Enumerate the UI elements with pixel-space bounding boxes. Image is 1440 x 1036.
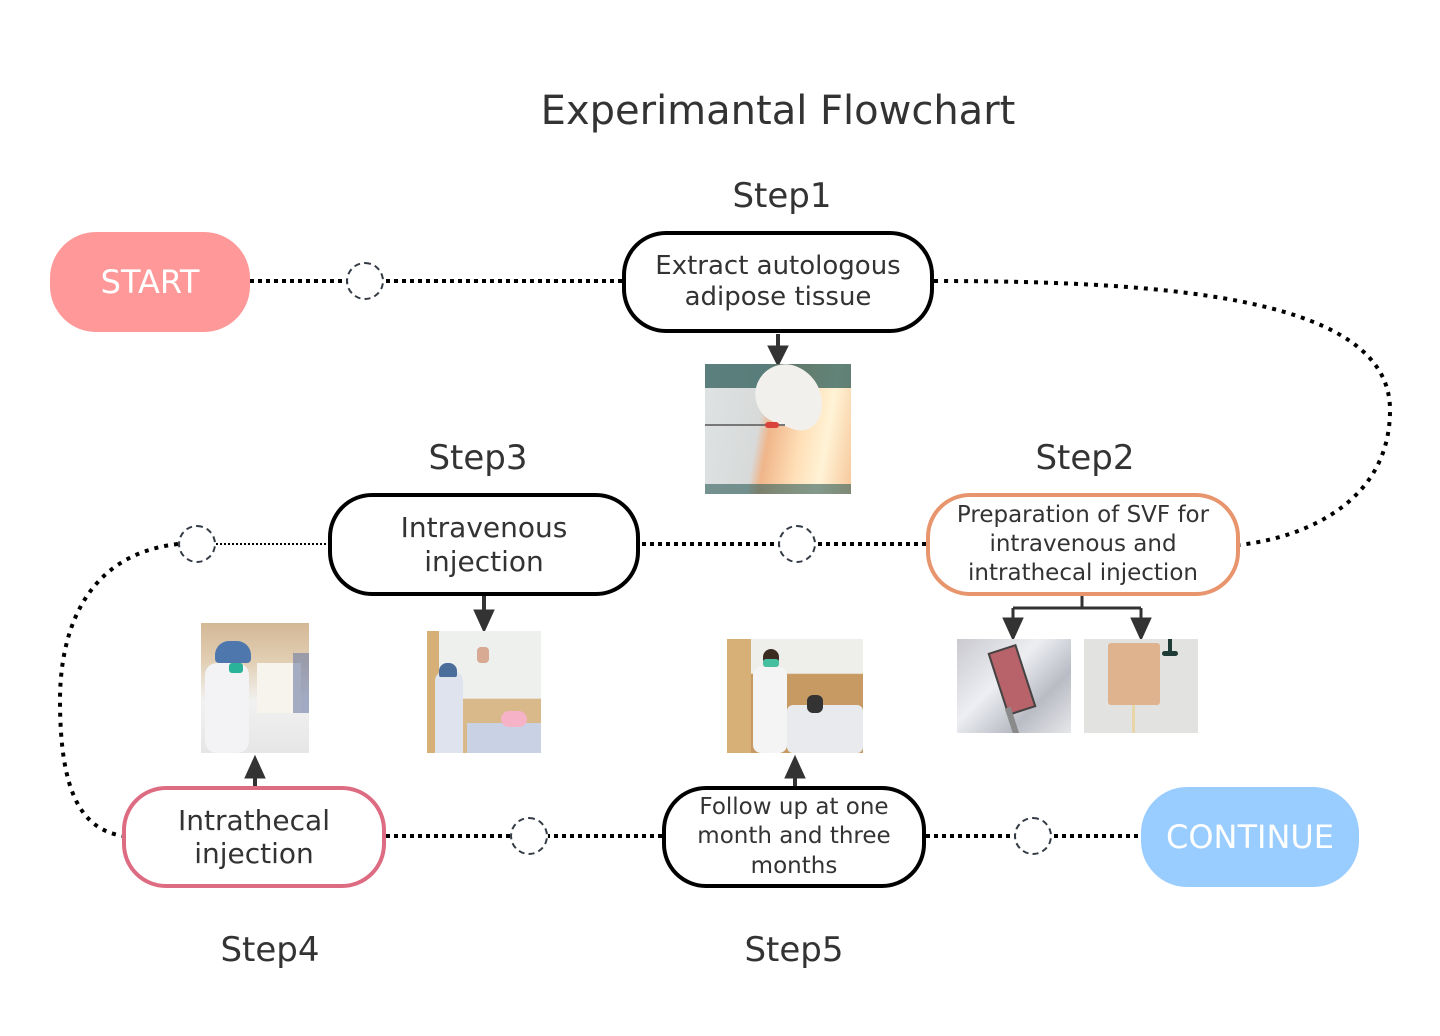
connector-step3-step4 [57, 542, 179, 838]
step4-node: Intrathecal injection [122, 786, 386, 888]
step2-node: Preparation of SVF for intravenous and i… [926, 493, 1240, 596]
step4-text: Intrathecal injection [178, 803, 330, 870]
step5-text: Follow up at one month and three months [697, 794, 891, 879]
junction-circle [178, 525, 216, 563]
step1-text: Extract autologous adipose tissue [655, 251, 901, 312]
arrow-step2-photo-1 [1002, 617, 1024, 642]
step4-label: Step4 [220, 930, 320, 970]
step1-node: Extract autologous adipose tissue [622, 231, 934, 333]
junction-circle [778, 525, 816, 563]
step3-photo-intravenous [427, 631, 541, 753]
page-title: Experimantal Flowchart [540, 88, 1016, 134]
step5-photo-followup [727, 639, 863, 753]
step2-photo-infusion-bag [1084, 639, 1198, 733]
step1-label: Step1 [732, 176, 832, 216]
continue-label: CONTINUE [1165, 818, 1335, 856]
arrow-step5-photo [784, 754, 806, 779]
arrow-step4-photo [244, 754, 266, 779]
step5-node: Follow up at one month and three months [662, 786, 926, 888]
junction-circle [1014, 817, 1052, 855]
start-label: START [100, 263, 200, 301]
junction-circle [346, 262, 384, 300]
arrow-step3-photo [473, 609, 495, 634]
step2-photo-syringe [957, 639, 1071, 733]
step4-photo-intrathecal [201, 623, 309, 753]
arrow-step1-photo [767, 345, 789, 368]
step3-text: Intravenous injection [400, 511, 568, 578]
step5-label: Step5 [744, 930, 844, 970]
step3-node: Intravenous injection [328, 493, 640, 596]
step2-text: Preparation of SVF for intravenous and i… [956, 501, 1210, 587]
continue-terminal: CONTINUE [1141, 787, 1359, 887]
step1-photo-liposuction [705, 364, 851, 494]
step2-label: Step2 [1035, 438, 1135, 478]
arrow-step2-photo-2 [1130, 617, 1152, 642]
step3-label: Step3 [428, 438, 528, 478]
start-terminal: START [50, 232, 250, 332]
junction-circle [510, 817, 548, 855]
